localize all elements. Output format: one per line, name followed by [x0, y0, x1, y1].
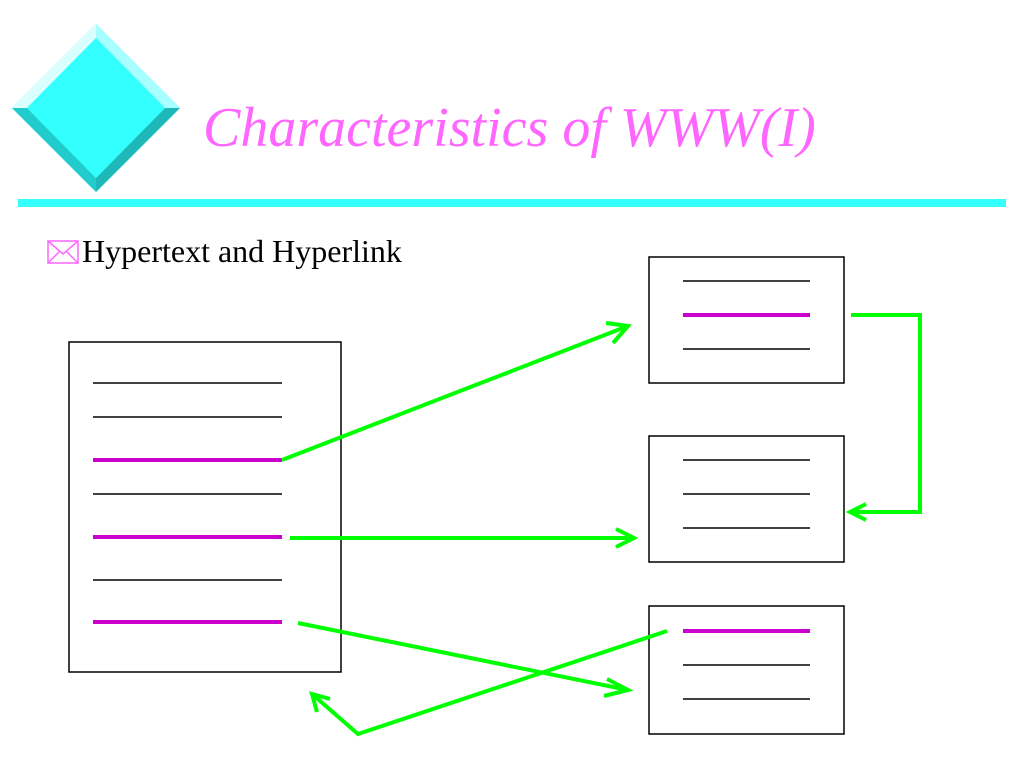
target-document-top	[648, 256, 845, 384]
target-document-bottom-lines	[683, 629, 810, 700]
link-arrow-top-to-middle	[845, 313, 922, 522]
link-arrow-source-to-top	[281, 321, 632, 462]
target-document-middle-lines	[683, 459, 810, 529]
link-arrow-bottom-to-source	[309, 629, 668, 737]
link-arrow-source-to-middle	[290, 527, 639, 549]
slide-title: Characteristics of WWW(I)	[203, 97, 816, 159]
link-arrow-source-to-bottom	[297, 621, 634, 698]
bullet-item: Hypertext and Hyperlink	[46, 233, 402, 270]
target-document-bottom	[648, 605, 845, 735]
target-document-top-lines	[683, 280, 810, 350]
diamond-logo-icon	[12, 24, 180, 192]
bullet-text: Hypertext and Hyperlink	[82, 233, 402, 269]
target-document-middle	[648, 435, 845, 563]
title-divider	[18, 199, 1006, 207]
envelope-icon	[47, 239, 79, 264]
source-document	[68, 341, 342, 673]
source-document-lines	[93, 382, 282, 624]
